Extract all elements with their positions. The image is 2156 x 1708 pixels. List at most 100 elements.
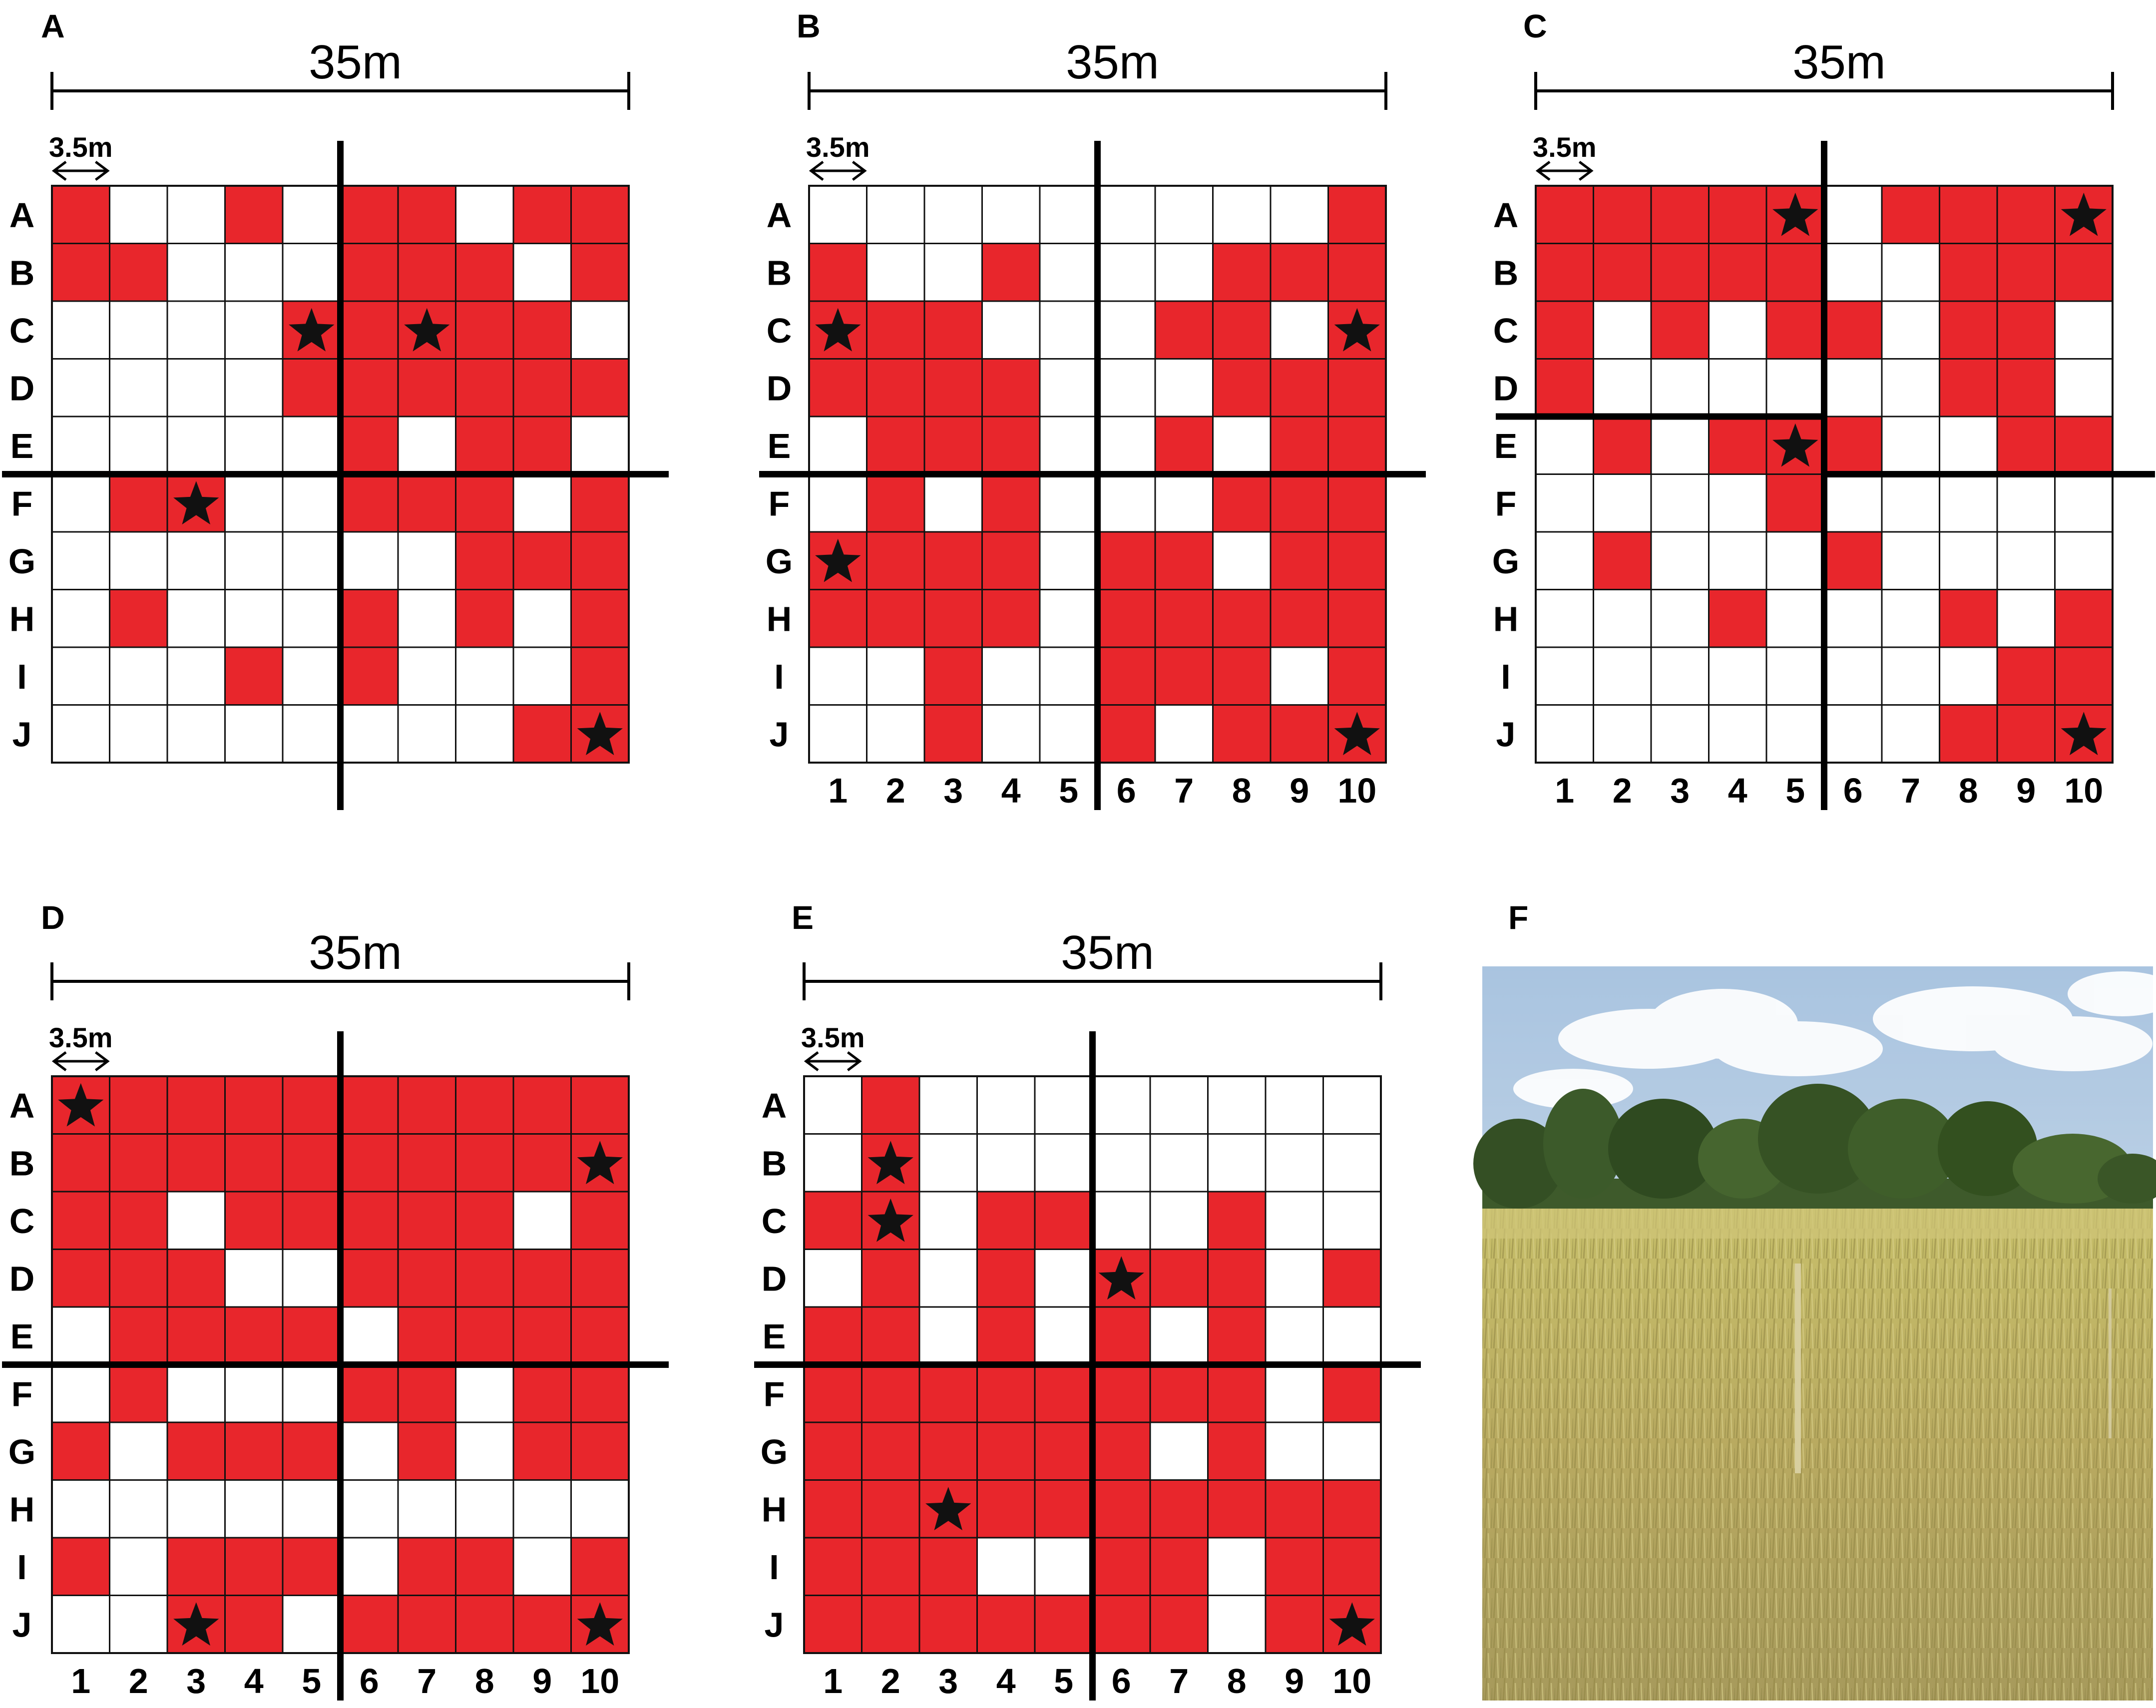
cell-H4 [981,589,1041,648]
star-icon [577,712,623,756]
cell-C4 [224,300,284,360]
cell-I7 [1149,1537,1209,1596]
col-label-6: 6 [360,1662,379,1701]
cell-J6 [1097,704,1156,764]
cell-D8 [1207,1249,1267,1308]
cell-I9 [1265,1537,1324,1596]
arrow-head-left [804,1051,819,1071]
star-icon [815,538,861,582]
scale-label-3-5m: 3.5m [806,131,870,163]
cell-I10 [2054,646,2114,706]
cell-H7 [1881,589,1940,648]
cell-F2 [1593,473,1652,533]
row-label-D: D [762,1259,787,1298]
cell-A7 [397,1075,456,1135]
cell-D4 [224,1249,284,1308]
cell-B3 [1650,243,1710,302]
cell-C8 [455,1191,514,1250]
cell-H1 [803,1479,862,1539]
cell-C4 [1708,300,1767,360]
cell-A8 [1212,185,1272,244]
cell-H4 [1708,589,1767,648]
cell-B10 [1327,243,1387,302]
cell-E1 [808,416,867,475]
cell-G2 [866,531,925,590]
tree-line [1473,1084,2156,1219]
cell-H1 [51,1479,110,1539]
cell-J2 [861,1595,920,1654]
cell-E10 [570,416,630,475]
cell-J6 [340,704,399,764]
cell-C7 [1154,300,1214,360]
cell-C2 [1593,300,1652,360]
cell-J6 [1092,1595,1151,1654]
cell-I6 [1092,1537,1151,1596]
cell-J9 [1996,704,2056,764]
cell-G7 [397,1421,456,1481]
cell-A1 [808,185,867,244]
cell-A7 [1881,185,1940,244]
cell-D8 [455,1249,514,1308]
cell-H5 [1034,1479,1093,1539]
cell-D5 [1034,1249,1093,1308]
cell-H4 [976,1479,1036,1539]
cell-J5 [282,1595,341,1654]
row-label-A: A [9,1086,35,1125]
cell-J8 [455,704,514,764]
cell-J1 [51,704,110,764]
row-label-B: B [1493,253,1519,292]
cell-J2 [109,704,168,764]
cell-B8 [455,1133,514,1193]
cell-J2 [109,1595,168,1654]
row-label-J: J [1496,715,1516,754]
cell-B4 [224,243,284,302]
cell-G3 [923,531,983,590]
cell-C1 [51,300,110,360]
cell-A5 [282,185,341,244]
col-label-4: 4 [996,1662,1016,1701]
cell-D7 [1149,1249,1209,1308]
cell-G8 [1939,531,1998,590]
cell-I1 [803,1537,862,1596]
cell-E4 [981,416,1041,475]
cell-E10 [1322,1306,1382,1365]
cell-A10 [1322,1075,1382,1135]
cell-J9 [512,704,572,764]
cell-J6 [1823,704,1883,764]
cell-H1 [51,589,110,648]
cell-F4 [1708,473,1767,533]
col-label-9: 9 [532,1662,552,1701]
row-label-J: J [770,715,789,754]
cell-B7 [1881,243,1940,302]
cell-D7 [397,1249,456,1308]
cell-A6 [340,185,399,244]
cell-H2 [866,589,925,648]
cell-G5 [282,531,341,590]
cell-D4 [981,358,1041,418]
cell-A2 [861,1075,920,1135]
row-label-C: C [762,1202,787,1241]
cell-D8 [1212,358,1272,418]
cell-H9 [1265,1479,1324,1539]
cell-G4 [1708,531,1767,590]
cell-J2 [1593,704,1652,764]
cell-C9 [1265,1191,1324,1250]
row-label-G: G [766,542,793,581]
cell-E7 [1154,416,1214,475]
cell-H4 [224,589,284,648]
cell-A2 [1593,185,1652,244]
cell-B9 [1270,243,1329,302]
cell-B2 [1593,243,1652,302]
cell-H3 [923,589,983,648]
cell-I6 [1823,646,1883,706]
cell-D1 [1535,358,1594,418]
cell-F10 [1322,1364,1382,1423]
cell-J4 [224,704,284,764]
cell-C9 [1996,300,2056,360]
cell-I5 [1765,646,1825,706]
cell-A9 [1265,1075,1324,1135]
cell-G6 [340,531,399,590]
cell-J5 [1034,1595,1093,1654]
cell-A1 [1535,185,1594,244]
cell-E4 [224,416,284,475]
